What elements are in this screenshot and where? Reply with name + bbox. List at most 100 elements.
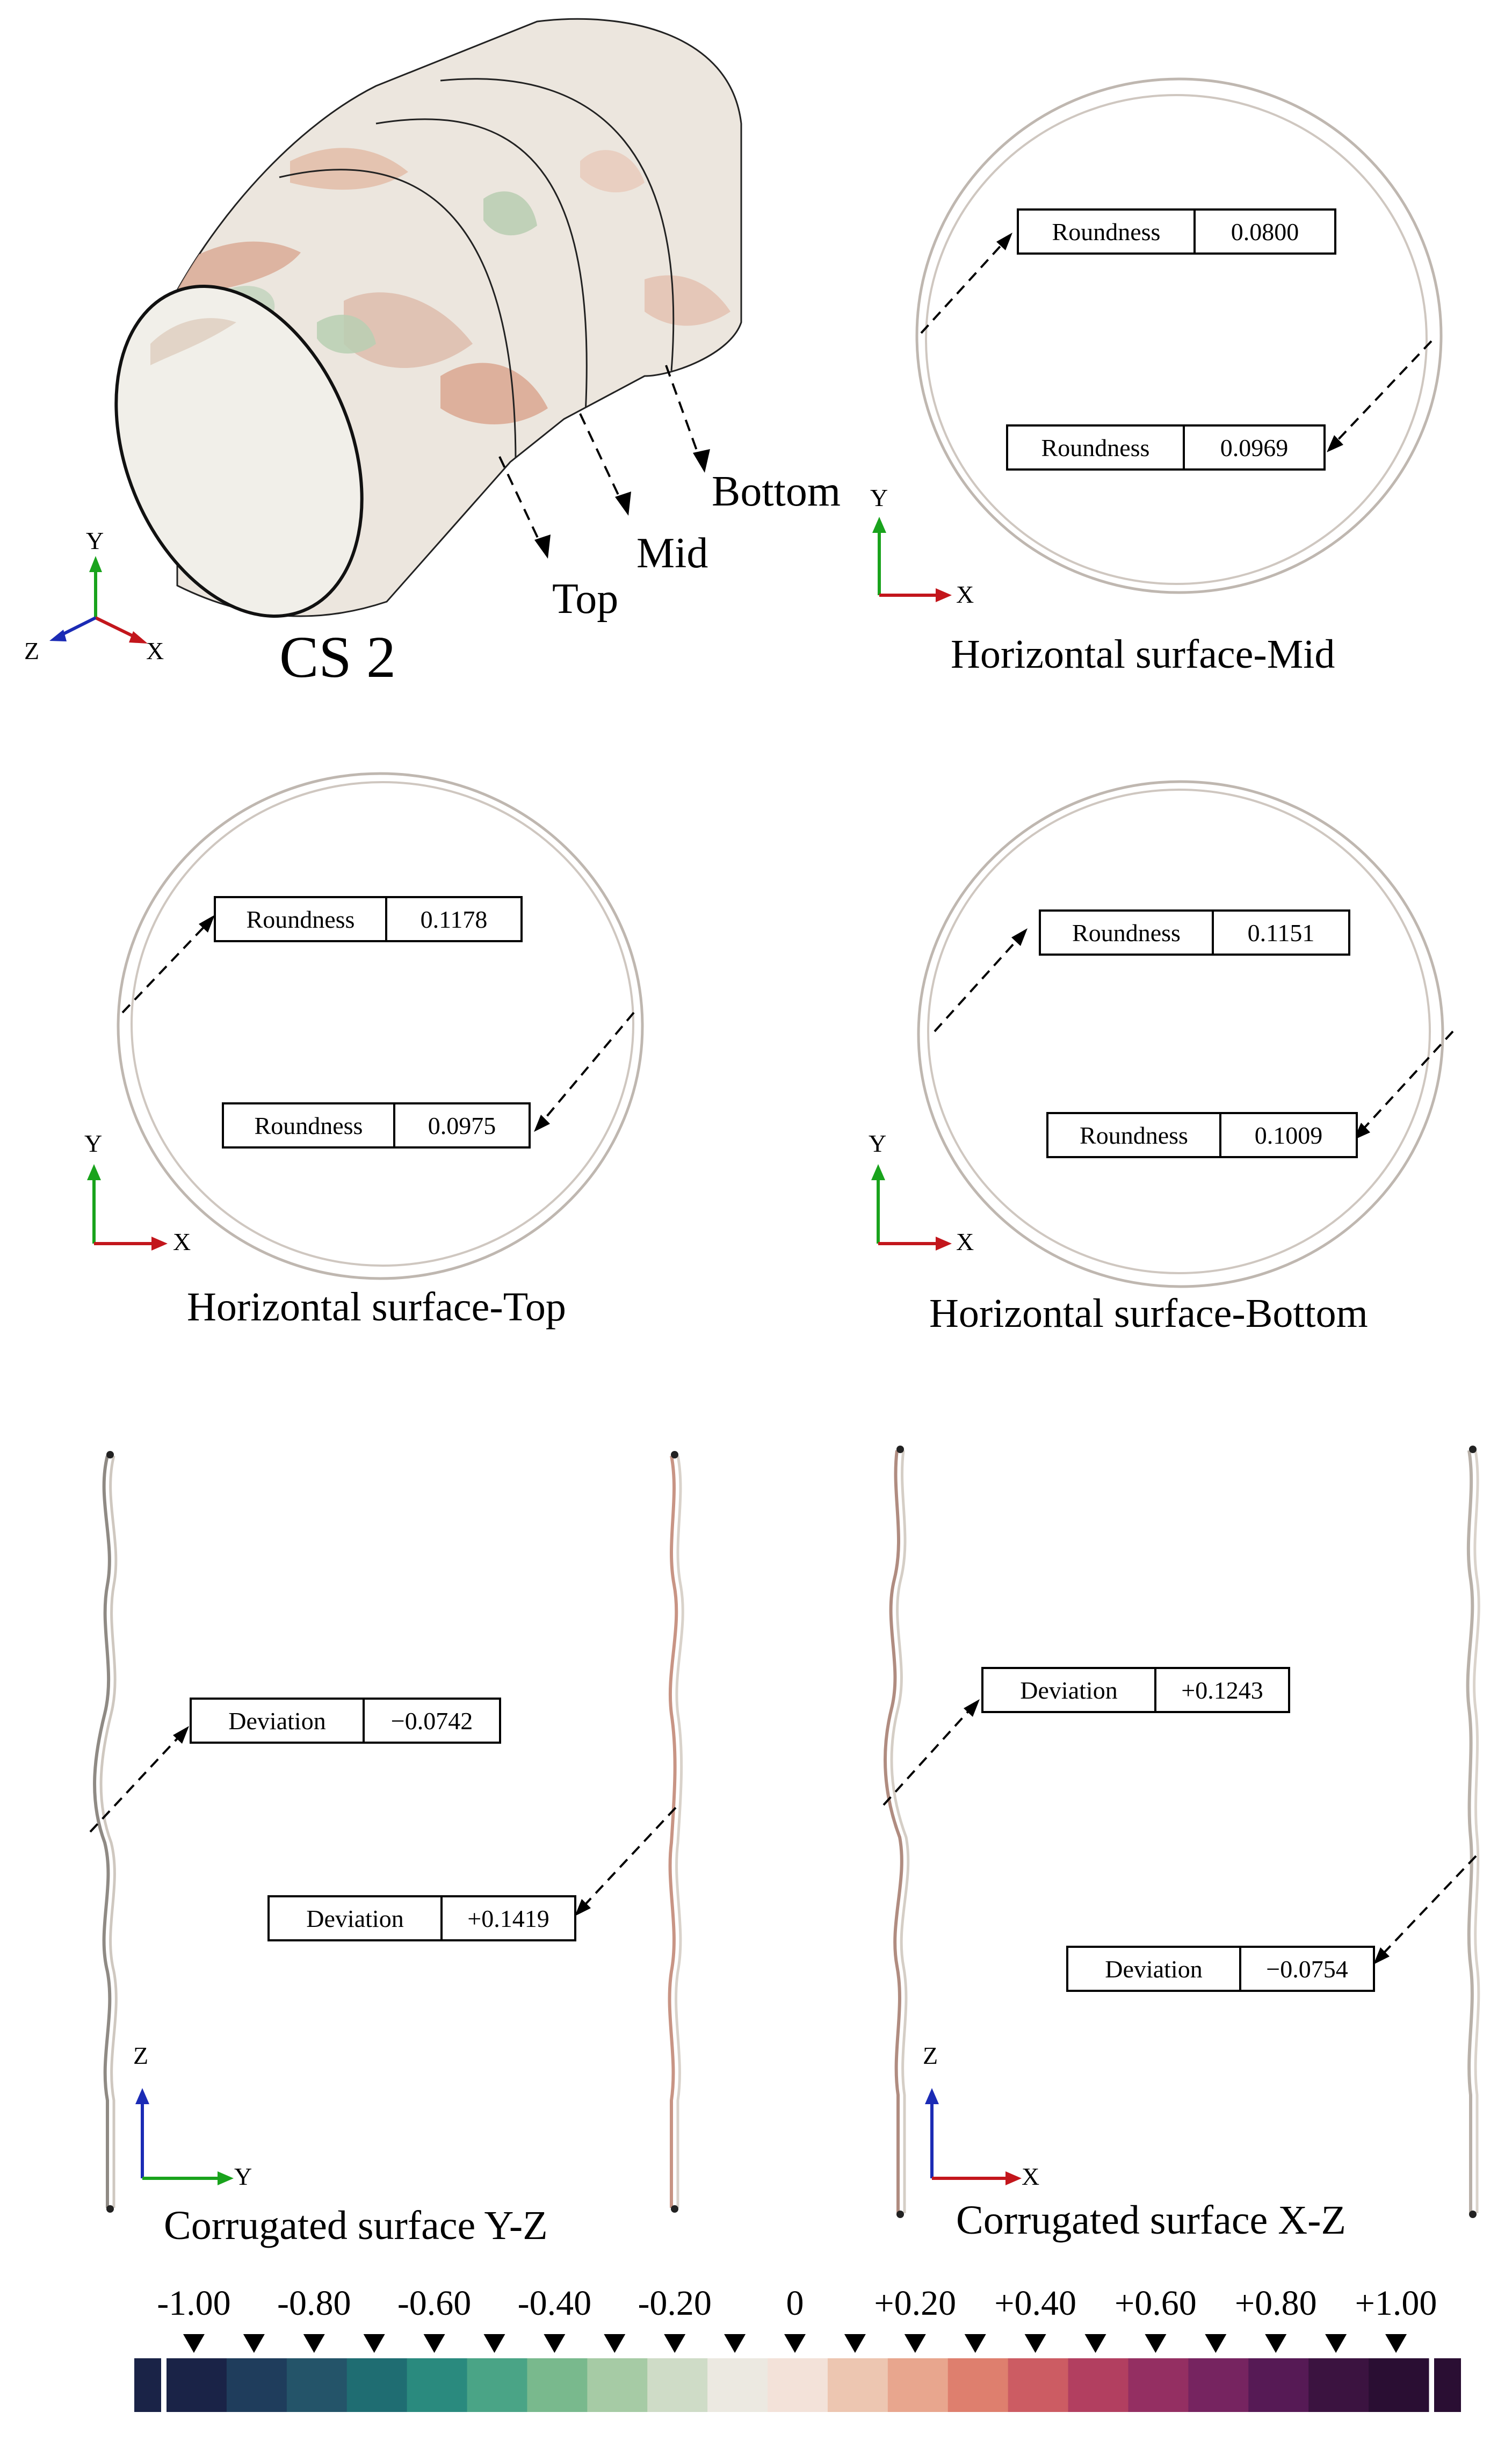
colorbar-marker [483,2334,505,2353]
top-roundness-box-1: Roundness 0.1178 [214,896,523,942]
colorbar-marker [664,2334,686,2353]
yz-profiles [89,1451,684,2213]
colorbar-cap-low [134,2358,161,2412]
colorbar-tick-label: -0.20 [638,2284,712,2323]
yz-box1-value: −0.0742 [390,1707,473,1735]
mid-axis-x: X [956,581,974,608]
colorbar-tick-label: -0.40 [517,2284,592,2323]
mid-axis-y: Y [870,484,888,511]
colorbar-segment [768,2358,828,2412]
colorbar-marker [1145,2334,1167,2353]
top-box1-key: Roundness [216,898,387,940]
colorbar-segment [286,2358,348,2412]
colorbar-segment [1068,2358,1128,2412]
mid-box2-value: 0.0969 [1220,434,1289,461]
colorbar-segment [346,2358,408,2412]
colorbar-tick-label: +0.20 [874,2284,957,2323]
cylinder-axis-z: Z [24,637,40,665]
colorbar-marker [363,2334,385,2353]
bottom-axis-x: X [956,1228,974,1255]
mid-box1-value: 0.0800 [1231,218,1299,245]
xz-caption: Corrugated surface X-Z [956,2198,1346,2243]
colorbar-tick-label: +1.00 [1355,2284,1437,2323]
top-box1-value: 0.1178 [420,905,488,933]
panel-corrugated-xz: Deviation +0.1243 Deviation −0.0754 Z X … [849,1429,1512,2278]
colorbar-cap-high [1434,2358,1461,2412]
mid-box2-key: Roundness [1008,427,1185,468]
colorbar-tick-label: -1.00 [157,2284,231,2323]
yz-box2-value: +0.1419 [467,1904,549,1932]
colorbar-segment [1188,2358,1249,2412]
colorbar-marker [183,2334,205,2353]
panel-corrugated-yz: Deviation −0.0742 Deviation +0.1419 Z Y … [0,1429,752,2278]
colorbar-segment [1308,2358,1369,2412]
yz-caption: Corrugated surface Y-Z [164,2203,548,2248]
colorbar-marker [784,2334,806,2353]
xz-deviation-box-2: Deviation −0.0754 [1066,1946,1375,1992]
colorbar-segment [947,2358,1009,2412]
mid-box1-key: Roundness [1019,211,1196,252]
colorbar-segment [467,2358,527,2412]
colorbar-marker [544,2334,566,2353]
colorbar-marker [844,2334,866,2353]
cylinder-panel: Bottom Mid Top CS 2 Y Z X [0,0,870,698]
label-mid: Mid [636,530,708,577]
top-axis-y: Y [84,1130,103,1157]
bottom-box1-value: 0.1151 [1247,919,1315,947]
bottom-axis-y: Y [869,1130,887,1157]
colorbar-tick-label: +0.80 [1234,2284,1317,2323]
yz-deviation-box-2: Deviation +0.1419 [267,1895,576,1941]
label-bottom: Bottom [712,468,841,515]
top-caption: Horizontal surface-Top [187,1284,566,1330]
colorbar-marker [964,2334,986,2353]
bottom-box2-value: 0.1009 [1254,1121,1323,1149]
xz-box1-value: +0.1243 [1181,1676,1263,1704]
panel-horizontal-mid: Roundness 0.0800 Roundness 0.0969 Y X Ho… [849,54,1512,698]
xz-profiles [882,1446,1480,2218]
top-roundness-box-2: Roundness 0.0975 [222,1102,531,1149]
xz-box1-key: Deviation [983,1669,1156,1711]
yz-box2-key: Deviation [270,1897,443,1939]
yz-box1-key: Deviation [192,1700,365,1742]
cylinder-opening [114,285,364,618]
label-top: Top [552,575,619,623]
colorbar-segment [226,2358,287,2412]
cylinder-axis-x: X [146,637,164,665]
xz-axis-x: X [1022,2163,1040,2190]
colorbar-marker [1265,2334,1287,2353]
top-circles [87,772,644,1280]
mid-circles [872,77,1443,602]
mid-roundness-box-2: Roundness 0.0969 [1006,424,1326,471]
xz-deviation-box-1: Deviation +0.1243 [981,1667,1290,1713]
colorbar-tick-label: +0.60 [1115,2284,1197,2323]
cylinder-axis-y: Y [86,527,104,554]
colorbar-marker [604,2334,626,2353]
panel-horizontal-bottom: Roundness 0.1151 Roundness 0.1009 Y X Ho… [849,741,1512,1364]
mid-caption: Horizontal surface-Mid [951,632,1335,677]
colorbar-marker [1325,2334,1347,2353]
colorbar-segment [707,2358,768,2412]
colorbar-marker [904,2334,926,2353]
bottom-roundness-box-2: Roundness 0.1009 [1046,1112,1358,1158]
colorbar-segment [647,2358,708,2412]
colorbar-segment [1128,2358,1189,2412]
bottom-caption: Horizontal surface-Bottom [929,1291,1368,1336]
colorbar-segment [1369,2358,1429,2412]
colorbar-marker [724,2334,746,2353]
top-box2-key: Roundness [224,1104,395,1146]
top-box2-value: 0.0975 [428,1111,496,1139]
mid-roundness-box-1: Roundness 0.0800 [1017,208,1336,255]
colorbar-segment [527,2358,588,2412]
colorbar-marker [1205,2334,1227,2353]
bottom-circles [871,780,1454,1288]
panel-horizontal-top: Roundness 0.1178 Roundness 0.0975 Y X Ho… [0,741,752,1359]
bottom-roundness-box-1: Roundness 0.1151 [1039,909,1350,956]
yz-deviation-box-1: Deviation −0.0742 [190,1698,501,1744]
xz-box2-key: Deviation [1068,1948,1241,1990]
colorbar-marker [243,2334,265,2353]
top-axis-x: X [173,1228,191,1255]
colorbar-tick-label: +0.40 [994,2284,1076,2323]
colorbar-segment [587,2358,648,2412]
colorbar-tick-label: 0 [786,2284,804,2323]
